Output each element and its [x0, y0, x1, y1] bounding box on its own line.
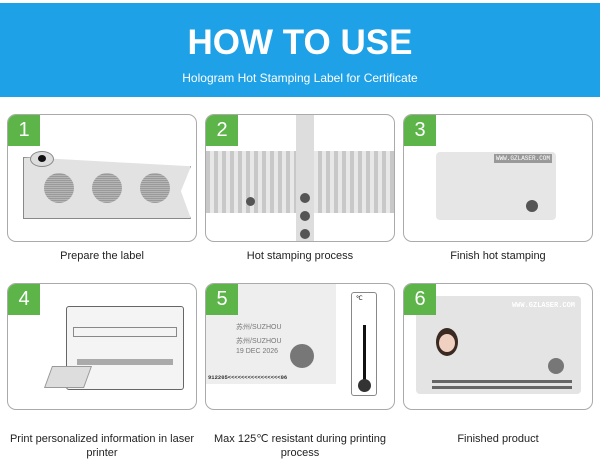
step-number-badge: 3: [404, 115, 436, 146]
page-title: HOW TO USE: [187, 23, 413, 62]
step-card-1: 1: [7, 114, 197, 242]
step-number-badge: 5: [206, 284, 238, 315]
expiry-date: 19 DEC 2026: [236, 348, 279, 355]
header-banner: HOW TO USE Hologram Hot Stamping Label f…: [0, 3, 600, 97]
watermark-text: WWW.GZLASER.COM: [511, 302, 575, 310]
step-caption: Finish hot stamping: [450, 250, 546, 262]
step-caption: Hot stamping process: [246, 250, 354, 262]
step-card-6: 6 WWW.GZLASER.COM: [403, 283, 593, 410]
page-subtitle: Hologram Hot Stamping Label for Certific…: [182, 71, 418, 85]
step-caption: Finished product: [457, 433, 539, 445]
step-card-4: 4: [7, 283, 197, 410]
finished-id-card-image: WWW.GZLASER.COM: [416, 296, 581, 394]
thermometer-icon: ℃: [351, 292, 377, 396]
step-caption: Print personalized information in laser …: [9, 433, 195, 459]
mrz-line: 912205<<<<<<<<<<<<<<<<06: [208, 374, 288, 381]
place-of-issue: 苏州/SUZHOU: [236, 338, 282, 345]
step-number-badge: 6: [404, 284, 436, 315]
step-number-badge: 2: [206, 115, 238, 146]
watermark-text: WWW.GZLASER.COM: [493, 154, 552, 163]
step-caption: Prepare the label: [60, 250, 144, 262]
step-number-badge: 4: [8, 284, 40, 315]
place-of-birth: 苏州/SUZHOU: [236, 324, 282, 331]
step-card-3: 3 WWW.GZLASER.COM: [403, 114, 593, 242]
step-card-2: 2: [205, 114, 395, 242]
label-roll-image: [23, 157, 191, 219]
stamped-label-image: WWW.GZLASER.COM: [436, 152, 556, 220]
thermometer-unit: ℃: [356, 296, 363, 302]
step-card-5: 5 苏州/SUZHOU 苏州/SUZHOU 19 DEC 2026 912205…: [205, 283, 395, 410]
step-number-badge: 1: [8, 115, 40, 146]
step-caption: Max 125℃ resistant during printing proce…: [214, 433, 386, 459]
